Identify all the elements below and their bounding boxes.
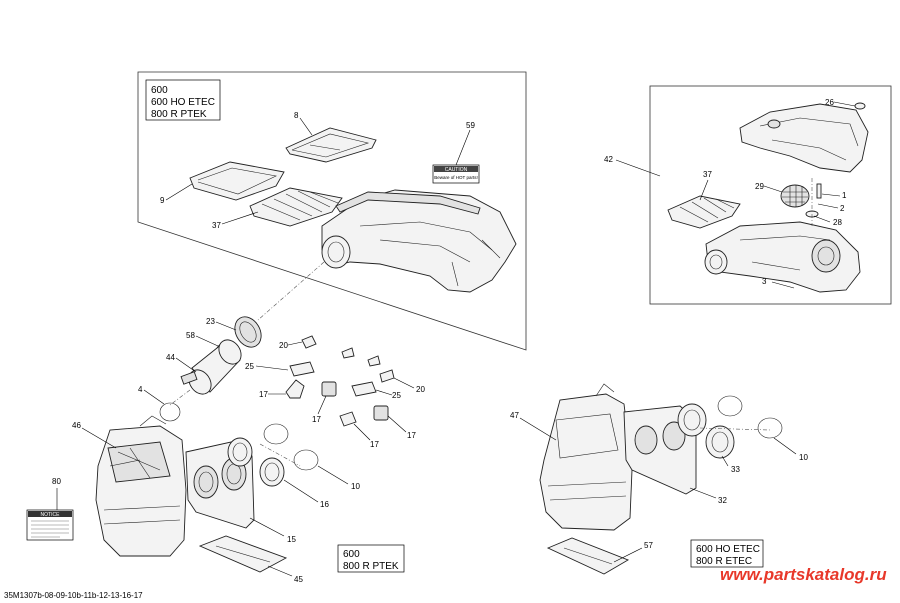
watermark: www.partskatalog.ru (720, 565, 887, 584)
callout-26: 26 (825, 98, 834, 107)
callout-17: 17 (312, 415, 321, 424)
part-16-rubber-boot (259, 457, 285, 487)
model-box-bottom-right: 600 HO ETEC 800 R ETEC (690, 539, 764, 568)
callout-17: 17 (407, 431, 416, 440)
callout-37: 37 (212, 221, 221, 230)
part-45-gasket (198, 535, 288, 573)
model-line: 600 (343, 549, 360, 560)
part-32-adapter-plate (623, 405, 697, 495)
callout-17: 17 (370, 440, 379, 449)
callout-57: 57 (644, 541, 653, 550)
callout-3: 3 (762, 277, 767, 286)
right-assembly-frame (649, 85, 892, 305)
part-46-airbox-lower-left (95, 415, 187, 557)
callout-80: 80 (52, 477, 61, 486)
rubber-boot (677, 403, 707, 437)
callout-17: 17 (259, 390, 268, 399)
callout-20: 20 (416, 385, 425, 394)
callout-8: 8 (294, 111, 299, 120)
part-23-mesh-ring (234, 316, 262, 348)
part-33-rubber-boot (705, 425, 735, 459)
drawing-code: 35M1307b-08-09-10b-11b-12-13-16-17 (4, 591, 143, 600)
callout-16: 16 (320, 500, 329, 509)
part-20-clip (379, 369, 395, 383)
notice-title: NOTICE (41, 512, 61, 518)
model-line: 800 R PTEK (343, 561, 399, 572)
part-59-caution-sticker: CAUTION Beware of HOT parts! (432, 164, 480, 184)
part-9-foam-panel (189, 161, 285, 201)
callout-10: 10 (799, 453, 808, 462)
model-box-top: 600 600 HO ETEC 800 R PTEK (145, 79, 221, 121)
callout-23: 23 (206, 317, 215, 326)
callout-28: 28 (833, 218, 842, 227)
part-25-bracket (351, 381, 377, 397)
callout-1: 1 (842, 191, 847, 200)
part-57-gasket (546, 537, 630, 575)
part-26-cap (854, 102, 866, 110)
model-line: 800 R PTEK (151, 109, 207, 120)
boots-and-clamps-left (227, 423, 319, 487)
clips-and-brackets (285, 335, 395, 427)
callout-42: 42 (604, 155, 613, 164)
callout-4: 4 (138, 385, 143, 394)
callout-15: 15 (287, 535, 296, 544)
callout-29: 29 (755, 182, 764, 191)
model-line: 600 HO ETEC (696, 544, 760, 555)
model-line: 600 (151, 85, 168, 96)
part-25-bracket (289, 361, 315, 377)
part-44-intake-tube (180, 339, 242, 395)
part-47-airbox-lower-right (539, 383, 633, 531)
leader-lines (56, 101, 856, 577)
caution-title: CAUTION (445, 167, 468, 173)
part-17-strap (285, 379, 305, 399)
assembly-axis-lines (169, 178, 813, 467)
callout-10: 10 (351, 482, 360, 491)
part-10-clamp (757, 417, 783, 439)
right-airbox-top-cover (739, 103, 869, 173)
part-29-mesh-disc (780, 184, 810, 208)
caution-text: Beware of HOT parts! (434, 175, 477, 180)
callout-20: 20 (279, 341, 288, 350)
clip (367, 355, 381, 367)
callout-25: 25 (392, 391, 401, 400)
part-17-rubber-block (373, 405, 389, 421)
part-80-notice-sticker: NOTICE (26, 509, 74, 541)
part-20-clip (301, 335, 317, 349)
model-line: 600 HO ETEC (151, 97, 215, 108)
part-10-clamp (293, 449, 319, 471)
part-1-bolt (816, 183, 822, 199)
clip (341, 347, 355, 359)
callout-32: 32 (718, 496, 727, 505)
callout-45: 45 (294, 575, 303, 584)
callout-9: 9 (160, 196, 165, 205)
callout-59: 59 (466, 121, 475, 130)
boots-and-clamps-right (677, 395, 783, 459)
part-8-filter-panel (285, 127, 377, 163)
callout-25: 25 (245, 362, 254, 371)
callout-labels: 8 59 9 37 42 26 37 29 1 2 28 3 23 58 44 … (52, 98, 847, 584)
callout-47: 47 (510, 411, 519, 420)
callout-37: 37 (703, 170, 712, 179)
callout-33: 33 (731, 465, 740, 474)
model-box-bottom-left: 600 800 R PTEK (337, 544, 405, 573)
part-37-grid-filter (249, 187, 343, 227)
part-10-clamp (263, 423, 289, 445)
callout-2: 2 (840, 204, 845, 213)
callout-58: 58 (186, 331, 195, 340)
callout-46: 46 (72, 421, 81, 430)
part-17-strap (339, 411, 357, 427)
rubber-boot (227, 437, 253, 467)
part-37-grid-filter-right (667, 195, 741, 229)
model-line: 800 R ETEC (696, 556, 752, 567)
top-airbox-housing (321, 189, 517, 293)
callout-44: 44 (166, 353, 175, 362)
right-airbox-lower-housing (704, 221, 861, 293)
part-4-o-ring (159, 402, 181, 422)
clamp (717, 395, 743, 417)
part-17-rubber-block (321, 381, 337, 397)
top-assembly-frame (137, 71, 527, 351)
